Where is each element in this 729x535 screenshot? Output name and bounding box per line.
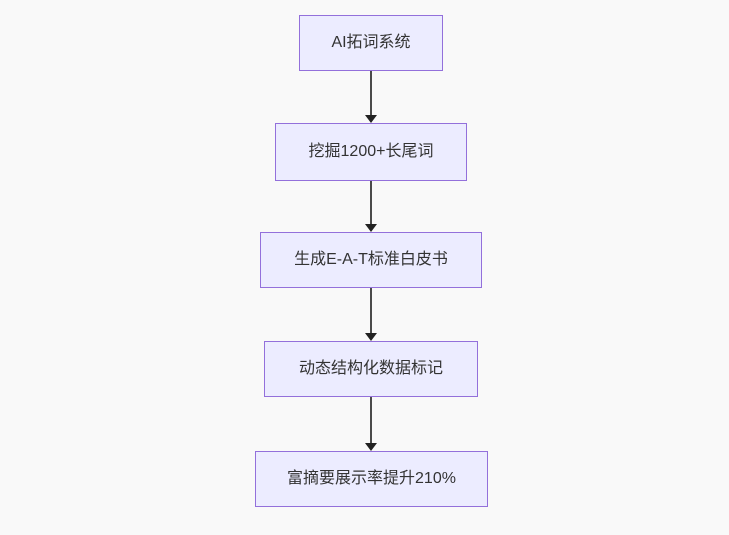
flow-edge-3 [365,288,377,341]
edge-line [370,71,372,116]
arrowhead-down-icon [365,333,377,341]
flow-edge-1 [365,71,377,123]
flow-edge-2 [365,181,377,232]
flow-node-label: 富摘要展示率提升210% [287,470,456,488]
edge-line [370,181,372,225]
flow-node-longtail-mining: 挖掘1200+长尾词 [275,123,467,181]
flow-node-eat-whitepaper: 生成E-A-T标准白皮书 [260,232,482,288]
edge-line [370,288,372,334]
edge-line [370,397,372,444]
flow-node-rich-snippet-result: 富摘要展示率提升210% [255,451,488,507]
flow-node-label: 动态结构化数据标记 [298,360,443,378]
flow-edge-4 [365,397,377,451]
arrowhead-down-icon [365,115,377,123]
flow-node-label: AI拓词系统 [331,34,411,52]
flow-node-ai-word-expansion: AI拓词系统 [299,15,443,71]
flow-node-structured-data: 动态结构化数据标记 [264,341,478,397]
arrowhead-down-icon [365,224,377,232]
flow-node-label: 生成E-A-T标准白皮书 [294,251,448,269]
arrowhead-down-icon [365,443,377,451]
flow-node-label: 挖掘1200+长尾词 [308,143,434,161]
